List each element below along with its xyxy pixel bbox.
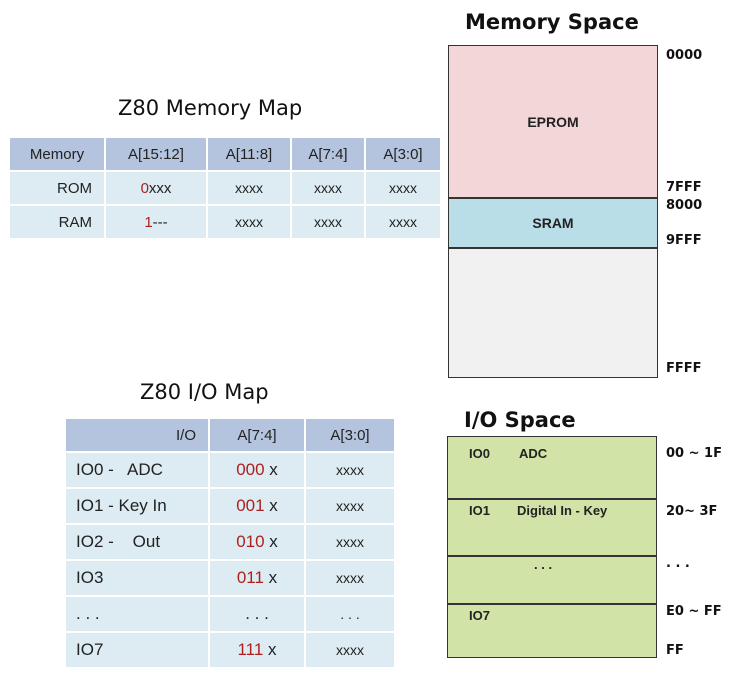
cell-a7-io1: 001 x — [210, 489, 304, 523]
bit-prefix: 0 — [140, 179, 149, 197]
io-entry-id: IO0 — [469, 446, 490, 461]
io-entry-name: . . . — [534, 557, 553, 572]
row-label-io2: IO2 - Out — [66, 525, 208, 559]
cell-a3-ram: xxxx — [366, 206, 440, 238]
cell-a15-rom: 0xxx — [106, 172, 206, 204]
memory-map-table: Memory A[15:12] A[11:8] A[7:4] A[3:0] RO… — [8, 136, 442, 240]
row-label-io1: IO1 - Key In — [66, 489, 208, 523]
io-map-table: I/O A[7:4] A[3:0] IO0 - ADC 000 x xxxx I… — [64, 417, 396, 669]
table-row: IO1 - Key In 001 x xxxx — [66, 489, 394, 523]
io-address-ellipsis: . . . — [666, 556, 690, 571]
cell-a7-ram: xxxx — [292, 206, 364, 238]
io-entry-id: IO1 — [469, 503, 490, 518]
bit-rest: --- — [152, 213, 168, 231]
cell-a7-rom: xxxx — [292, 172, 364, 204]
bit-rest: x — [263, 568, 278, 587]
memory-map-title: Z80 Memory Map — [118, 96, 303, 120]
address-0000: 0000 — [666, 48, 703, 63]
cell-a3-rom: xxxx — [366, 172, 440, 204]
table-row: RAM 1--- xxxx xxxx xxxx — [10, 206, 440, 238]
io-divider — [448, 555, 656, 557]
header-io: I/O — [66, 419, 208, 451]
header-memory: Memory — [10, 138, 104, 170]
io-map-header-row: I/O A[7:4] A[3:0] — [66, 419, 394, 451]
table-row: . . . . . . . . . — [66, 597, 394, 631]
cell-a3-io7: xxxx — [306, 633, 394, 667]
cell-a7-io7: 111 x — [210, 633, 304, 667]
header-a7-4: A[7:4] — [292, 138, 364, 170]
table-row: IO3 011 x xxxx — [66, 561, 394, 595]
address-ffff: FFFF — [666, 361, 702, 376]
cell-a3-io3: xxxx — [306, 561, 394, 595]
cell-a3-io1: xxxx — [306, 489, 394, 523]
io-space-diagram: IO0 ADC IO1 Digital In - Key . . . IO7 — [447, 436, 657, 658]
table-row: ROM 0xxx xxxx xxxx xxxx — [10, 172, 440, 204]
table-row: IO0 - ADC 000 x xxxx — [66, 453, 394, 487]
cell-a11-rom: xxxx — [208, 172, 290, 204]
header-a15-12: A[15:12] — [106, 138, 206, 170]
bit-prefix: 000 — [236, 460, 265, 479]
io-space-title: I/O Space — [464, 408, 576, 432]
header-a3-0: A[3:0] — [366, 138, 440, 170]
row-label-ellipsis: . . . — [66, 597, 208, 631]
cell-a7-io3: 011 x — [210, 561, 304, 595]
row-label-io3: IO3 — [66, 561, 208, 595]
row-label-ram: RAM — [10, 206, 104, 238]
row-label-rom: ROM — [10, 172, 104, 204]
bit-prefix: 111 — [237, 640, 264, 659]
cell-a7-ellipsis: . . . — [210, 597, 304, 631]
cell-a3-io0: xxxx — [306, 453, 394, 487]
io-address-e0-ff: E0 ~ FF — [666, 604, 722, 619]
cell-a7-io0: 000 x — [210, 453, 304, 487]
row-label-io7: IO7 — [66, 633, 208, 667]
header-a11-8: A[11:8] — [208, 138, 290, 170]
eprom-segment: EPROM — [449, 46, 657, 197]
address-8000: 8000 — [666, 198, 703, 213]
header-a7-4: A[7:4] — [210, 419, 304, 451]
bit-rest: x — [263, 640, 277, 659]
table-row: IO2 - Out 010 x xxxx — [66, 525, 394, 559]
bit-rest: x — [264, 496, 278, 515]
memory-map-header-row: Memory A[15:12] A[11:8] A[7:4] A[3:0] — [10, 138, 440, 170]
io-address-20-3f: 20~ 3F — [666, 504, 718, 519]
bit-prefix: 001 — [236, 496, 265, 515]
bit-prefix: 1 — [144, 213, 153, 231]
io-address-00-1f: 00 ~ 1F — [666, 446, 722, 461]
address-7fff: 7FFF — [666, 180, 702, 195]
io-entry-id: IO7 — [469, 608, 490, 623]
cell-a11-ram: xxxx — [208, 206, 290, 238]
bit-rest: x — [264, 460, 278, 479]
io-entry-name: Digital In - Key — [517, 503, 608, 518]
cell-a3-io2: xxxx — [306, 525, 394, 559]
row-label-io0: IO0 - ADC — [66, 453, 208, 487]
io-entry-name: ADC — [519, 446, 548, 461]
memory-space-title: Memory Space — [465, 10, 639, 34]
cell-a7-io2: 010 x — [210, 525, 304, 559]
io-divider — [448, 498, 656, 500]
bit-prefix: 011 — [236, 568, 264, 587]
bit-rest: x — [264, 532, 278, 551]
cell-a3-ellipsis: . . . — [306, 597, 394, 631]
table-row: IO7 111 x xxxx — [66, 633, 394, 667]
address-9fff: 9FFF — [666, 233, 702, 248]
bit-rest: . . . — [245, 604, 269, 623]
bit-prefix: 010 — [236, 532, 265, 551]
cell-a15-ram: 1--- — [106, 206, 206, 238]
free-segment — [449, 249, 657, 377]
bit-rest: xxx — [148, 179, 172, 197]
sram-segment: SRAM — [449, 197, 657, 249]
memory-space-diagram: EPROM SRAM — [448, 45, 658, 378]
header-a3-0: A[3:0] — [306, 419, 394, 451]
io-address-ff: FF — [666, 643, 684, 658]
io-map-title: Z80 I/O Map — [140, 380, 269, 404]
io-divider — [448, 603, 656, 605]
